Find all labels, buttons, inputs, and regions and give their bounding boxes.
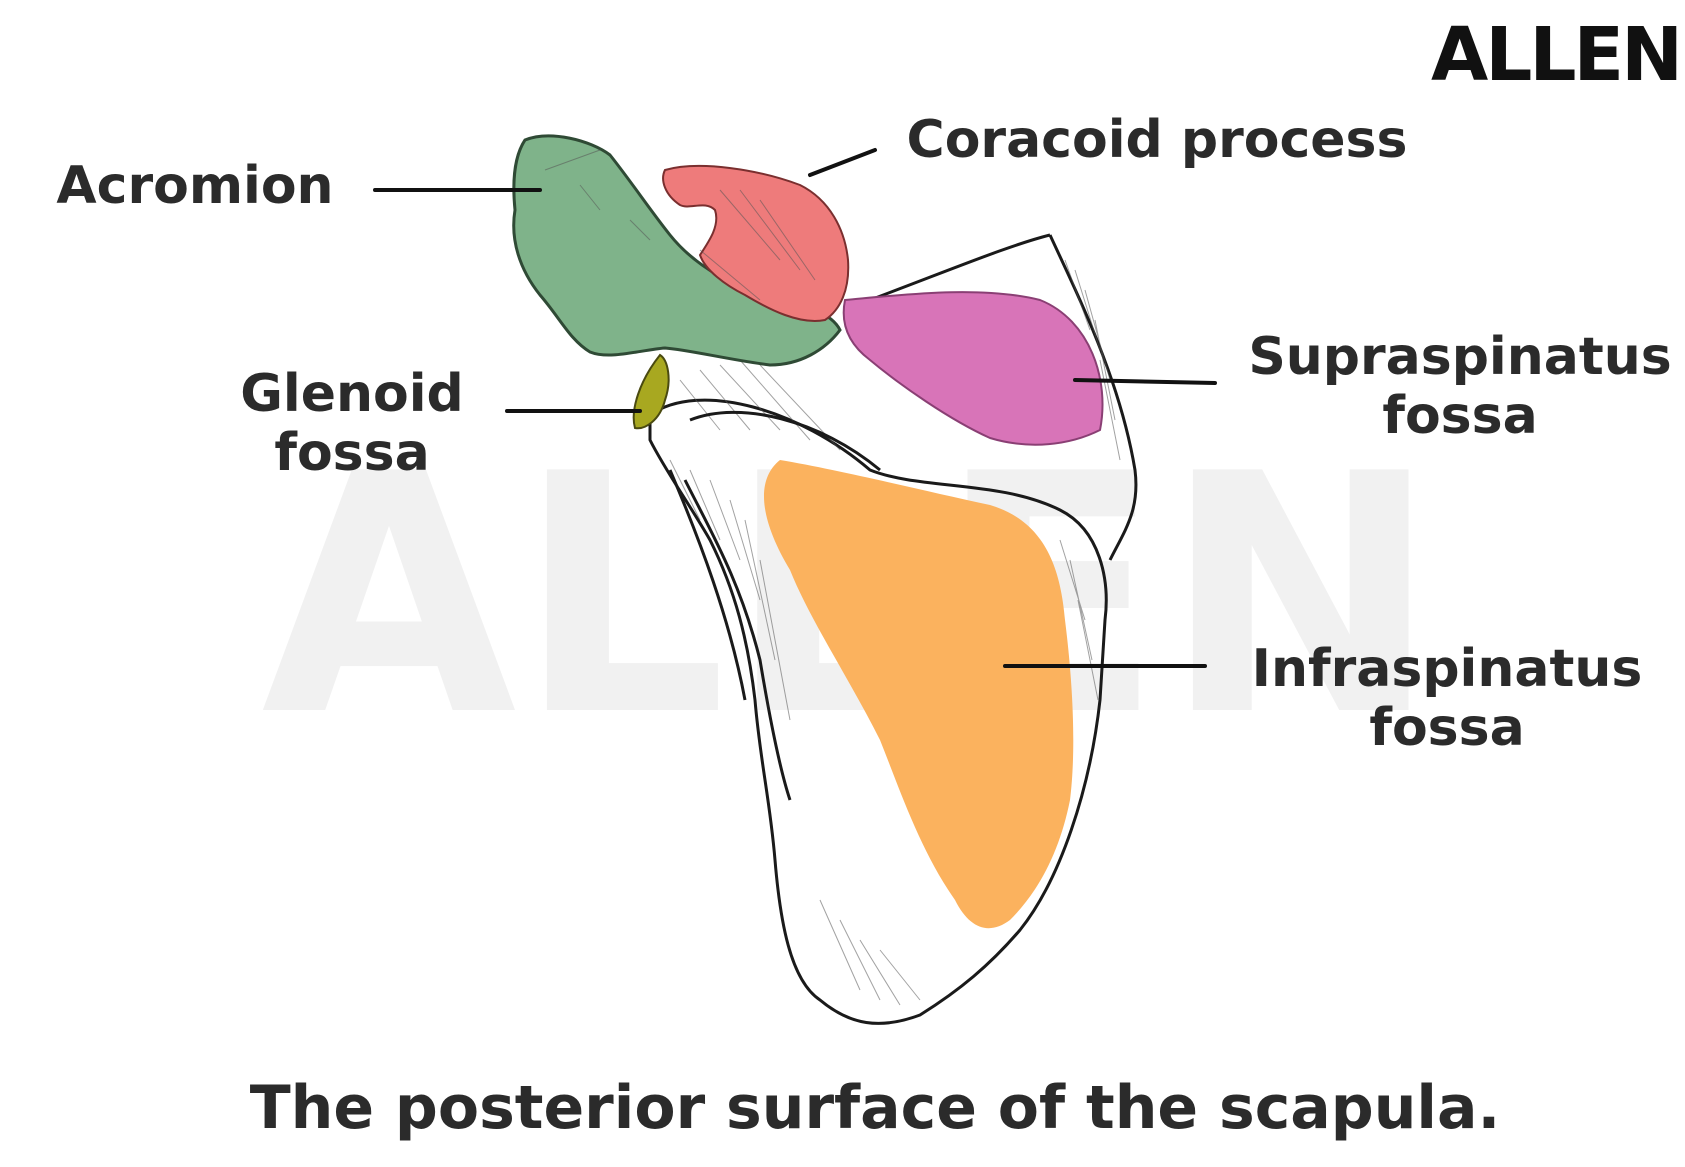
acromion-region	[512, 134, 842, 367]
infraspinatus-label-line2: fossa	[1369, 698, 1524, 758]
infraspinatus-label-line1: Infraspinatus	[1252, 639, 1643, 699]
coracoid-leader	[808, 148, 877, 177]
supraspinatus-leader	[1073, 378, 1217, 385]
glenoid-region	[632, 353, 670, 430]
coracoid-region	[662, 165, 850, 322]
acromion-label: Acromion	[56, 156, 333, 216]
glenoid-label-line1: Glenoid	[240, 364, 464, 424]
glenoid-label-line2: fossa	[274, 423, 429, 483]
supraspinatus-label-line1: Supraspinatus	[1248, 327, 1671, 387]
supraspinatus-region	[842, 291, 1104, 446]
scapula-bone	[648, 233, 1138, 1025]
brand-logo: ALLEN	[1431, 12, 1680, 98]
coracoid-label: Coracoid process	[907, 110, 1408, 170]
figure-caption: The posterior surface of the scapula.	[250, 1073, 1501, 1143]
supraspinatus-label-line2: fossa	[1382, 386, 1537, 446]
infraspinatus-region	[763, 460, 1074, 929]
